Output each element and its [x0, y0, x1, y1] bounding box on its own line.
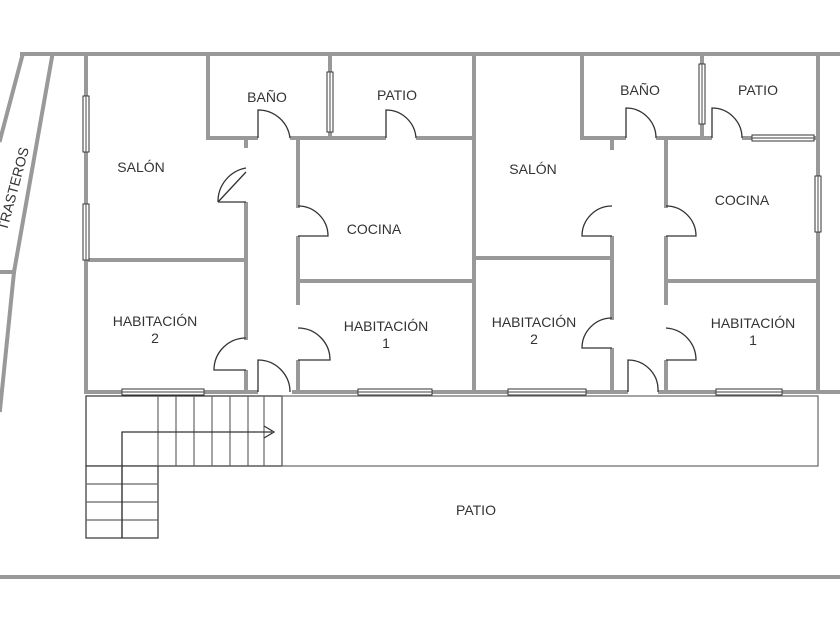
- unit1-bano-label: BAÑO: [247, 89, 287, 105]
- unit1-hab1-label-line2: 1: [382, 335, 390, 351]
- unit2-hab2-label-line1: HABITACIÓN: [492, 314, 577, 330]
- exterior-patio-label: PATIO: [456, 502, 496, 518]
- unit2-hab1-label-line2: 1: [749, 332, 757, 348]
- unit1-patio-label: PATIO: [377, 87, 417, 103]
- windows: [82, 63, 822, 396]
- unit2-hab1-label-line1: HABITACIÓN: [711, 315, 796, 331]
- staircase: [85, 395, 283, 539]
- unit2-hab2-label-line2: 2: [530, 331, 538, 347]
- unit1-cocina-label: COCINA: [347, 221, 402, 237]
- doors: [213, 107, 743, 393]
- unit2-salon-label: SALÓN: [509, 161, 556, 177]
- unit1-hab1-label-line1: HABITACIÓN: [344, 318, 429, 334]
- unit2-bano-label: BAÑO: [620, 82, 660, 98]
- unit1-hab2-label-line1: HABITACIÓN: [113, 313, 198, 329]
- patio-ledge: [281, 395, 819, 467]
- unit2-patio-label: PATIO: [738, 82, 778, 98]
- door-openings: [242, 134, 742, 396]
- unit2-cocina-label: COCINA: [715, 192, 770, 208]
- unit1-hab2-label-line2: 2: [151, 330, 159, 346]
- unit1-salon-label: SALÓN: [117, 159, 164, 175]
